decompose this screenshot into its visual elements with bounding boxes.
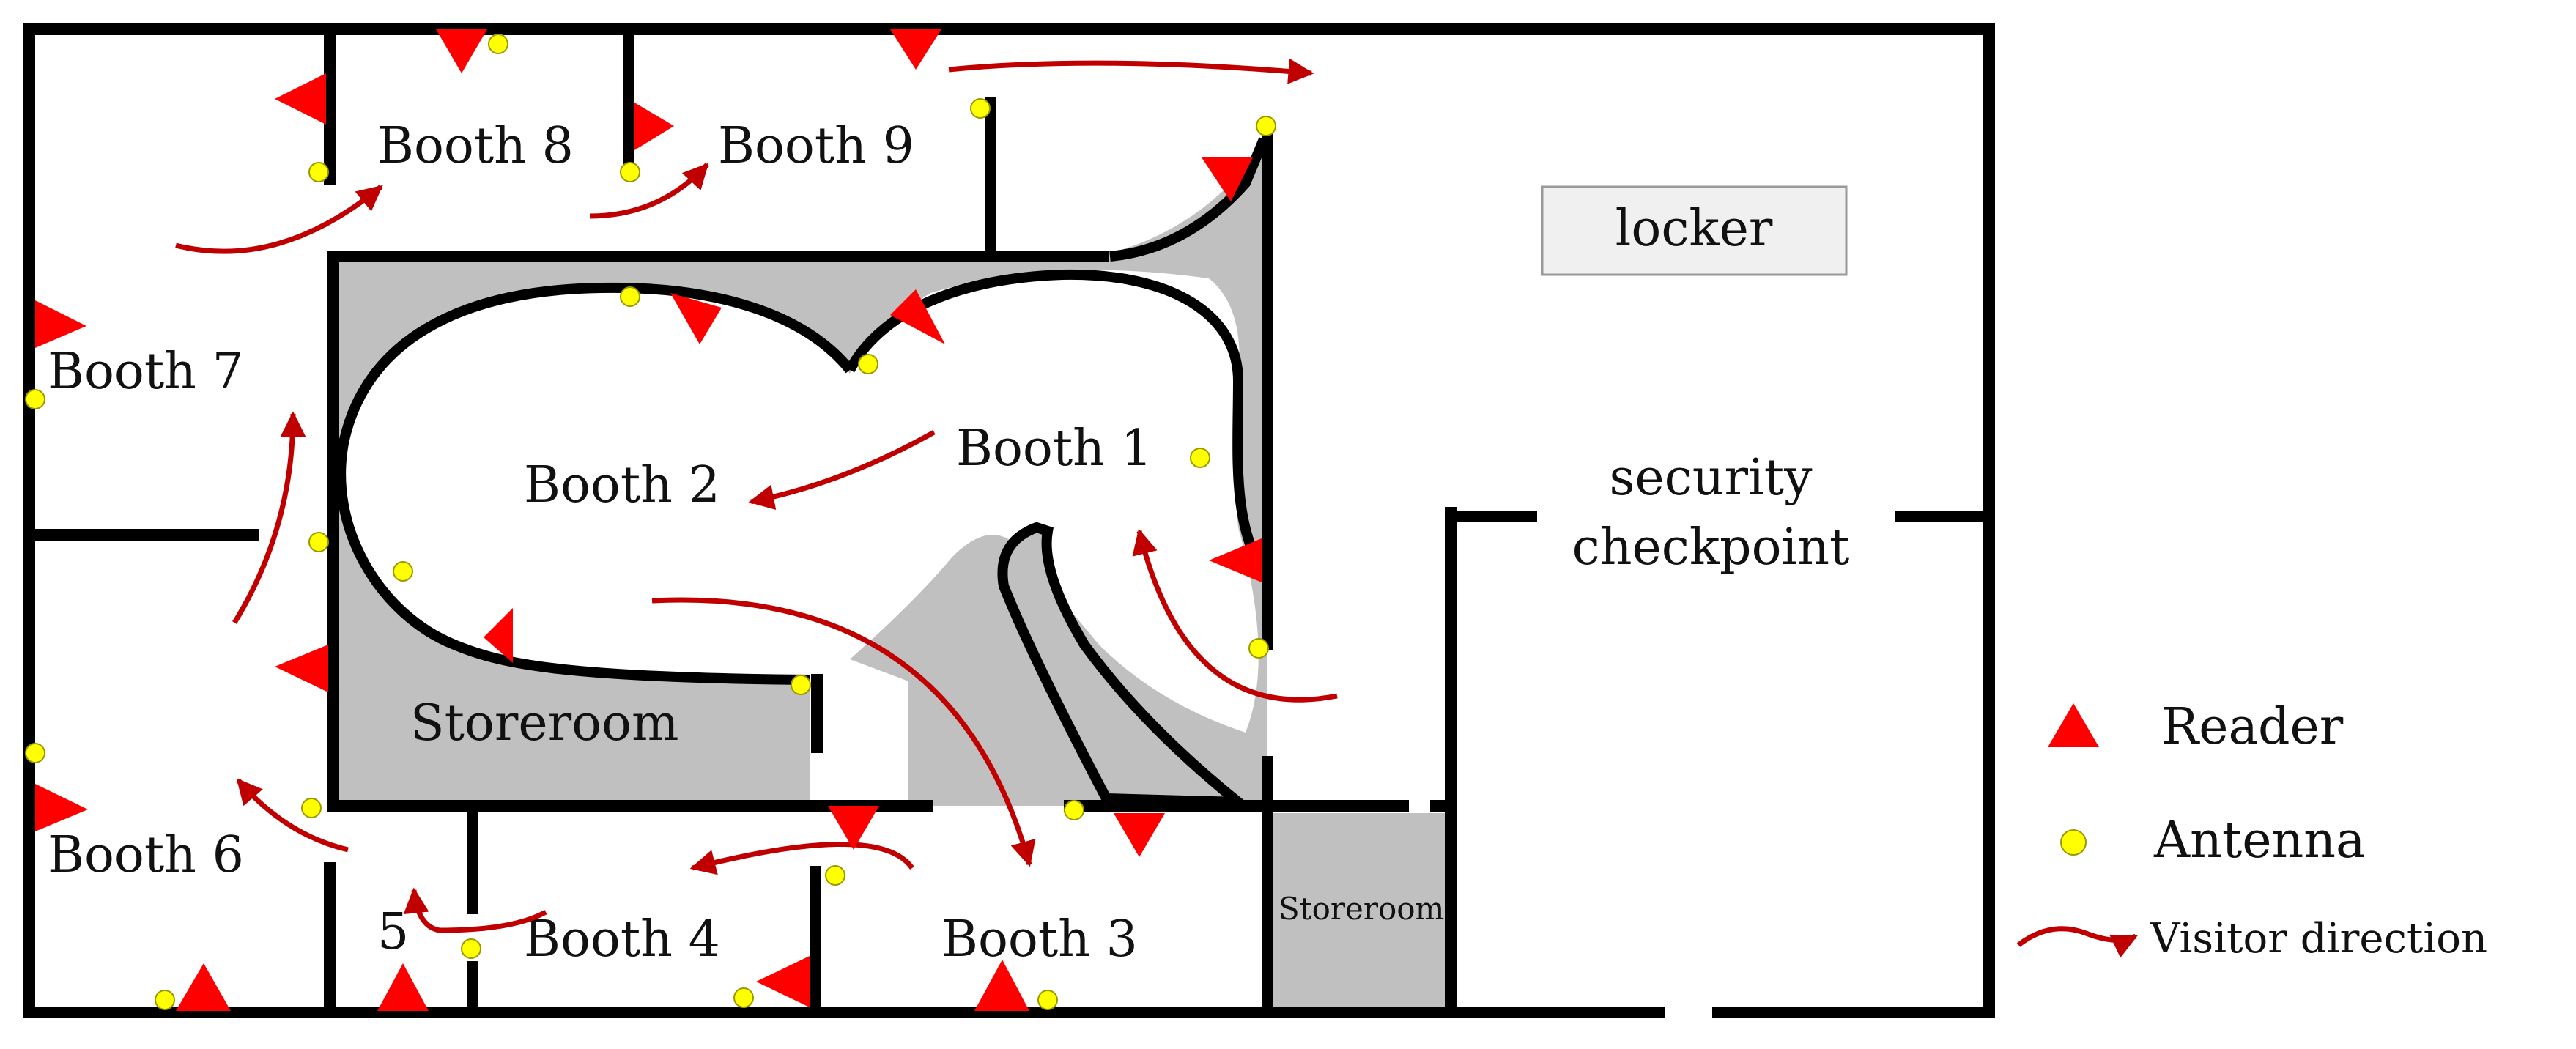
antennas bbox=[25, 34, 1276, 1010]
visitor-arrow bbox=[948, 58, 1314, 84]
storeroom-small-fill bbox=[1267, 813, 1451, 1012]
antenna-marker bbox=[393, 561, 413, 582]
antenna-marker bbox=[1256, 116, 1276, 136]
legend-visitor-label: Visitor direction bbox=[2150, 915, 2487, 963]
readers bbox=[35, 29, 1262, 1011]
locker-label: locker bbox=[1615, 200, 1773, 258]
storeroom-small-label: Storeroom bbox=[1278, 891, 1444, 927]
reader-marker bbox=[890, 289, 945, 344]
booth1-label: Booth 1 bbox=[956, 420, 1152, 478]
antenna-marker bbox=[620, 162, 640, 182]
antenna-marker bbox=[620, 286, 640, 307]
reader-marker bbox=[1202, 157, 1253, 201]
legend-antenna-label: Antenna bbox=[2153, 812, 2366, 870]
visitor-arrow bbox=[689, 842, 914, 875]
antenna-marker bbox=[155, 990, 175, 1010]
reader-marker bbox=[828, 806, 879, 850]
booth9-label: Booth 9 bbox=[718, 117, 914, 175]
reader-marker bbox=[484, 608, 513, 663]
legend-reader-icon bbox=[2048, 703, 2099, 747]
reader-marker bbox=[1114, 813, 1165, 857]
booth6-label: Booth 6 bbox=[48, 826, 244, 884]
upper-horn bbox=[1109, 137, 1269, 262]
storeroom-main-label: Storeroom bbox=[410, 694, 678, 752]
reader-marker bbox=[756, 956, 810, 1007]
reader-marker bbox=[974, 960, 1029, 1011]
antenna-marker bbox=[791, 675, 811, 695]
security-label-line2: checkpoint bbox=[1572, 519, 1850, 577]
legend-antenna-icon bbox=[2060, 829, 2087, 856]
antenna-marker bbox=[488, 34, 508, 54]
reader-marker bbox=[35, 784, 88, 831]
reader-marker bbox=[275, 645, 328, 692]
booth8-label: Booth 8 bbox=[377, 117, 574, 175]
visitor-arrow bbox=[589, 163, 709, 219]
legend: Reader Antenna Visitor direction bbox=[2016, 698, 2487, 963]
reader-marker bbox=[176, 963, 231, 1011]
antenna-marker bbox=[733, 987, 754, 1008]
legend-arrow-icon bbox=[2016, 926, 2139, 958]
antenna-marker bbox=[301, 798, 322, 818]
islands bbox=[336, 137, 1272, 808]
antenna-marker bbox=[1248, 638, 1269, 659]
visitor-arrow bbox=[1132, 528, 1338, 703]
walls bbox=[23, 23, 1995, 1018]
antenna-marker bbox=[1064, 800, 1084, 820]
antenna-marker bbox=[1037, 990, 1058, 1010]
reader-marker bbox=[1209, 538, 1262, 582]
visitor-arrow bbox=[651, 597, 1036, 867]
left-lobe-island bbox=[341, 271, 1259, 807]
reader-marker bbox=[890, 29, 941, 70]
booth4-label: Booth 4 bbox=[524, 911, 720, 968]
booth7-label: Booth 7 bbox=[48, 343, 244, 401]
visitor-arrow bbox=[232, 411, 306, 624]
antenna-marker bbox=[970, 98, 991, 119]
antenna-marker bbox=[825, 865, 845, 886]
reader-marker bbox=[436, 29, 487, 73]
antenna-marker bbox=[25, 389, 45, 409]
reader-marker bbox=[35, 300, 86, 348]
antenna-marker bbox=[308, 532, 329, 552]
teardrop-island bbox=[997, 522, 1254, 808]
security-label-line1: security bbox=[1609, 449, 1813, 507]
antenna-marker bbox=[858, 354, 878, 374]
booth2-label: Booth 2 bbox=[524, 456, 720, 514]
reader-marker bbox=[275, 73, 326, 125]
locker-rect bbox=[1541, 185, 1848, 276]
antenna-marker bbox=[1190, 448, 1210, 468]
legend-reader-label: Reader bbox=[2161, 698, 2344, 756]
reader-marker bbox=[634, 103, 674, 150]
antenna-marker bbox=[25, 743, 45, 763]
antenna-marker bbox=[461, 938, 481, 959]
island-outline-left bbox=[336, 282, 854, 685]
reader-marker bbox=[670, 293, 722, 344]
visitor-arrow bbox=[236, 778, 349, 853]
room-labels: Booth 8 Booth 9 Booth 7 Booth 1 Booth 2 … bbox=[48, 117, 1849, 968]
visitor-arrow bbox=[748, 429, 936, 510]
booth3-label: Booth 3 bbox=[941, 911, 1138, 968]
visitor-arrow bbox=[403, 887, 547, 933]
locker-box: locker bbox=[1541, 185, 1848, 276]
antenna-marker bbox=[308, 162, 329, 182]
reader-marker bbox=[377, 963, 429, 1011]
booth5-label: 5 bbox=[377, 903, 409, 961]
visitor-arrow bbox=[175, 185, 383, 254]
visitor-arrows bbox=[175, 58, 1338, 933]
